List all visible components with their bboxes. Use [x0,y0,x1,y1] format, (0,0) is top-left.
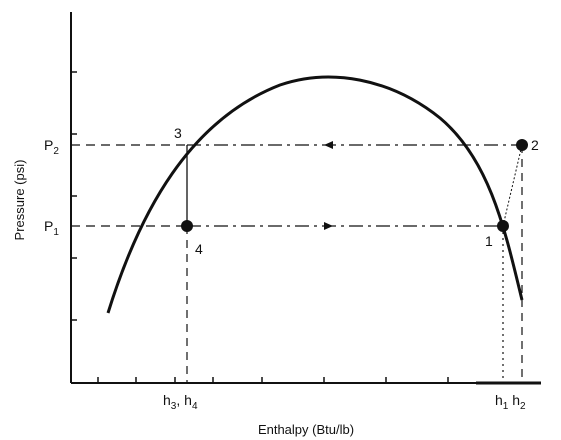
x-axis-title: Enthalpy (Btu/lb) [258,422,354,437]
state-point-1 [497,220,509,232]
point-label-3: 3 [174,125,182,141]
h1-h2-label: h1 h2 [495,392,526,412]
h3-h4-label: h3, h4 [163,392,198,412]
p1-label: P1 [44,218,59,238]
y-ticks [71,71,77,321]
p2-label: P2 [44,137,59,157]
evaporation-arrow-icon [324,222,333,230]
point-label-4: 4 [195,241,203,257]
saturation-dome-curve [106,75,524,314]
point-label-1: 1 [485,233,493,249]
state-point-4 [181,220,193,232]
state-point-2 [516,139,528,151]
y-axis-title: Pressure (psi) [12,160,27,241]
condensation-arrow-icon [324,141,333,149]
point-label-2: 2 [531,137,539,153]
compression-line [502,144,523,227]
x-ticks [97,377,449,383]
